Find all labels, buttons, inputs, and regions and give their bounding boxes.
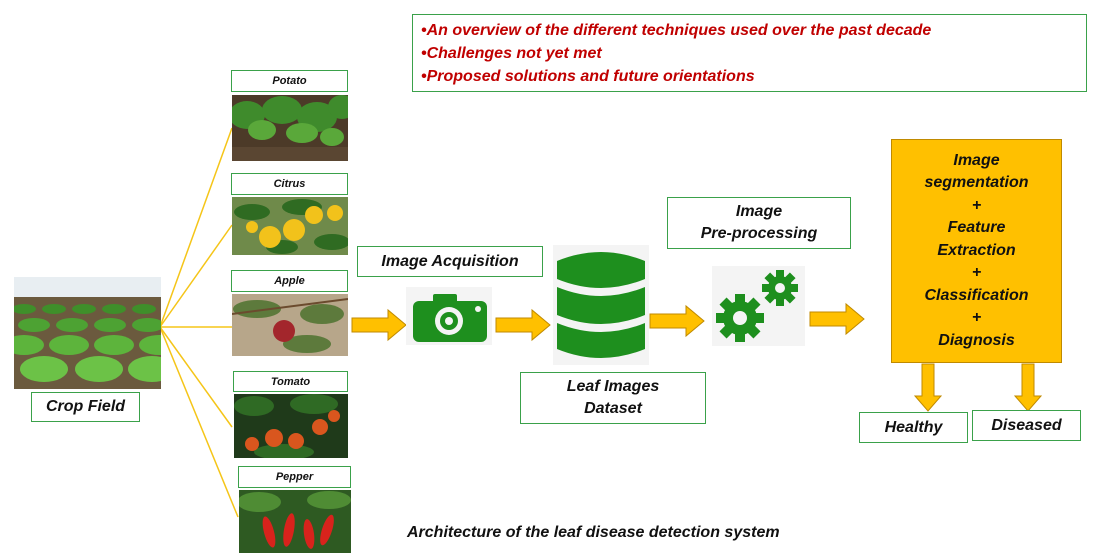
crop-field-label: Crop Field <box>31 392 140 422</box>
crop-label-tomato: Tomato <box>233 371 348 392</box>
connector-potato <box>159 127 233 328</box>
arrow-dataset-to-gears <box>649 304 705 338</box>
note-item: •Proposed solutions and future orientati… <box>421 68 755 85</box>
potato-photo <box>232 95 348 161</box>
citrus-photo <box>232 197 348 255</box>
preprocessing-label-line1: Image <box>735 203 783 220</box>
diseased-label: Diseased <box>972 410 1081 441</box>
connector-tomato <box>159 326 233 428</box>
notes-box: •An overview of the different techniques… <box>412 14 1087 92</box>
crop-label-pepper: Pepper <box>238 466 351 488</box>
connector-pepper <box>159 326 239 518</box>
camera-icon <box>406 287 492 345</box>
crop-field-photo <box>14 277 161 389</box>
process-line: + <box>971 264 982 282</box>
connector-citrus <box>159 224 233 328</box>
arrow-to-healthy <box>913 363 943 412</box>
gears-icon <box>712 266 805 346</box>
preprocessing-label: Image Pre-processing <box>667 197 851 249</box>
crop-label-citrus: Citrus <box>231 173 348 195</box>
pepper-photo <box>239 490 351 553</box>
dataset-label-line2: Dataset <box>584 400 642 417</box>
database-icon <box>553 245 649 365</box>
arrow-camera-to-dataset <box>495 308 551 342</box>
image-acquisition-label: Image Acquisition <box>357 246 543 277</box>
crop-label-potato: Potato <box>231 70 348 92</box>
process-line: Extraction <box>937 241 1016 259</box>
arrow-field-to-camera <box>351 308 407 342</box>
healthy-label: Healthy <box>859 412 968 443</box>
arrow-gears-to-process <box>809 302 865 336</box>
note-item: •An overview of the different techniques… <box>421 22 932 39</box>
processing-stages-box: Image segmentation + Feature Extraction … <box>891 139 1062 363</box>
process-line: Diagnosis <box>938 331 1015 349</box>
apple-photo <box>232 294 348 356</box>
dataset-label: Leaf Images Dataset <box>520 372 706 424</box>
process-line: + <box>971 309 982 327</box>
process-line: Classification <box>924 286 1029 304</box>
diagram-caption: Architecture of the leaf disease detecti… <box>407 524 780 541</box>
process-line: + <box>971 196 982 214</box>
arrow-to-diseased <box>1013 363 1043 412</box>
dataset-label-line1: Leaf Images <box>566 378 660 395</box>
crop-label-apple: Apple <box>231 270 348 292</box>
process-line: segmentation <box>924 174 1029 192</box>
tomato-photo <box>234 394 348 458</box>
process-line: Feature <box>947 219 1006 237</box>
note-item: •Challenges not yet met <box>421 45 602 62</box>
preprocessing-label-line2: Pre-processing <box>700 225 818 242</box>
process-line: Image <box>953 151 1000 169</box>
